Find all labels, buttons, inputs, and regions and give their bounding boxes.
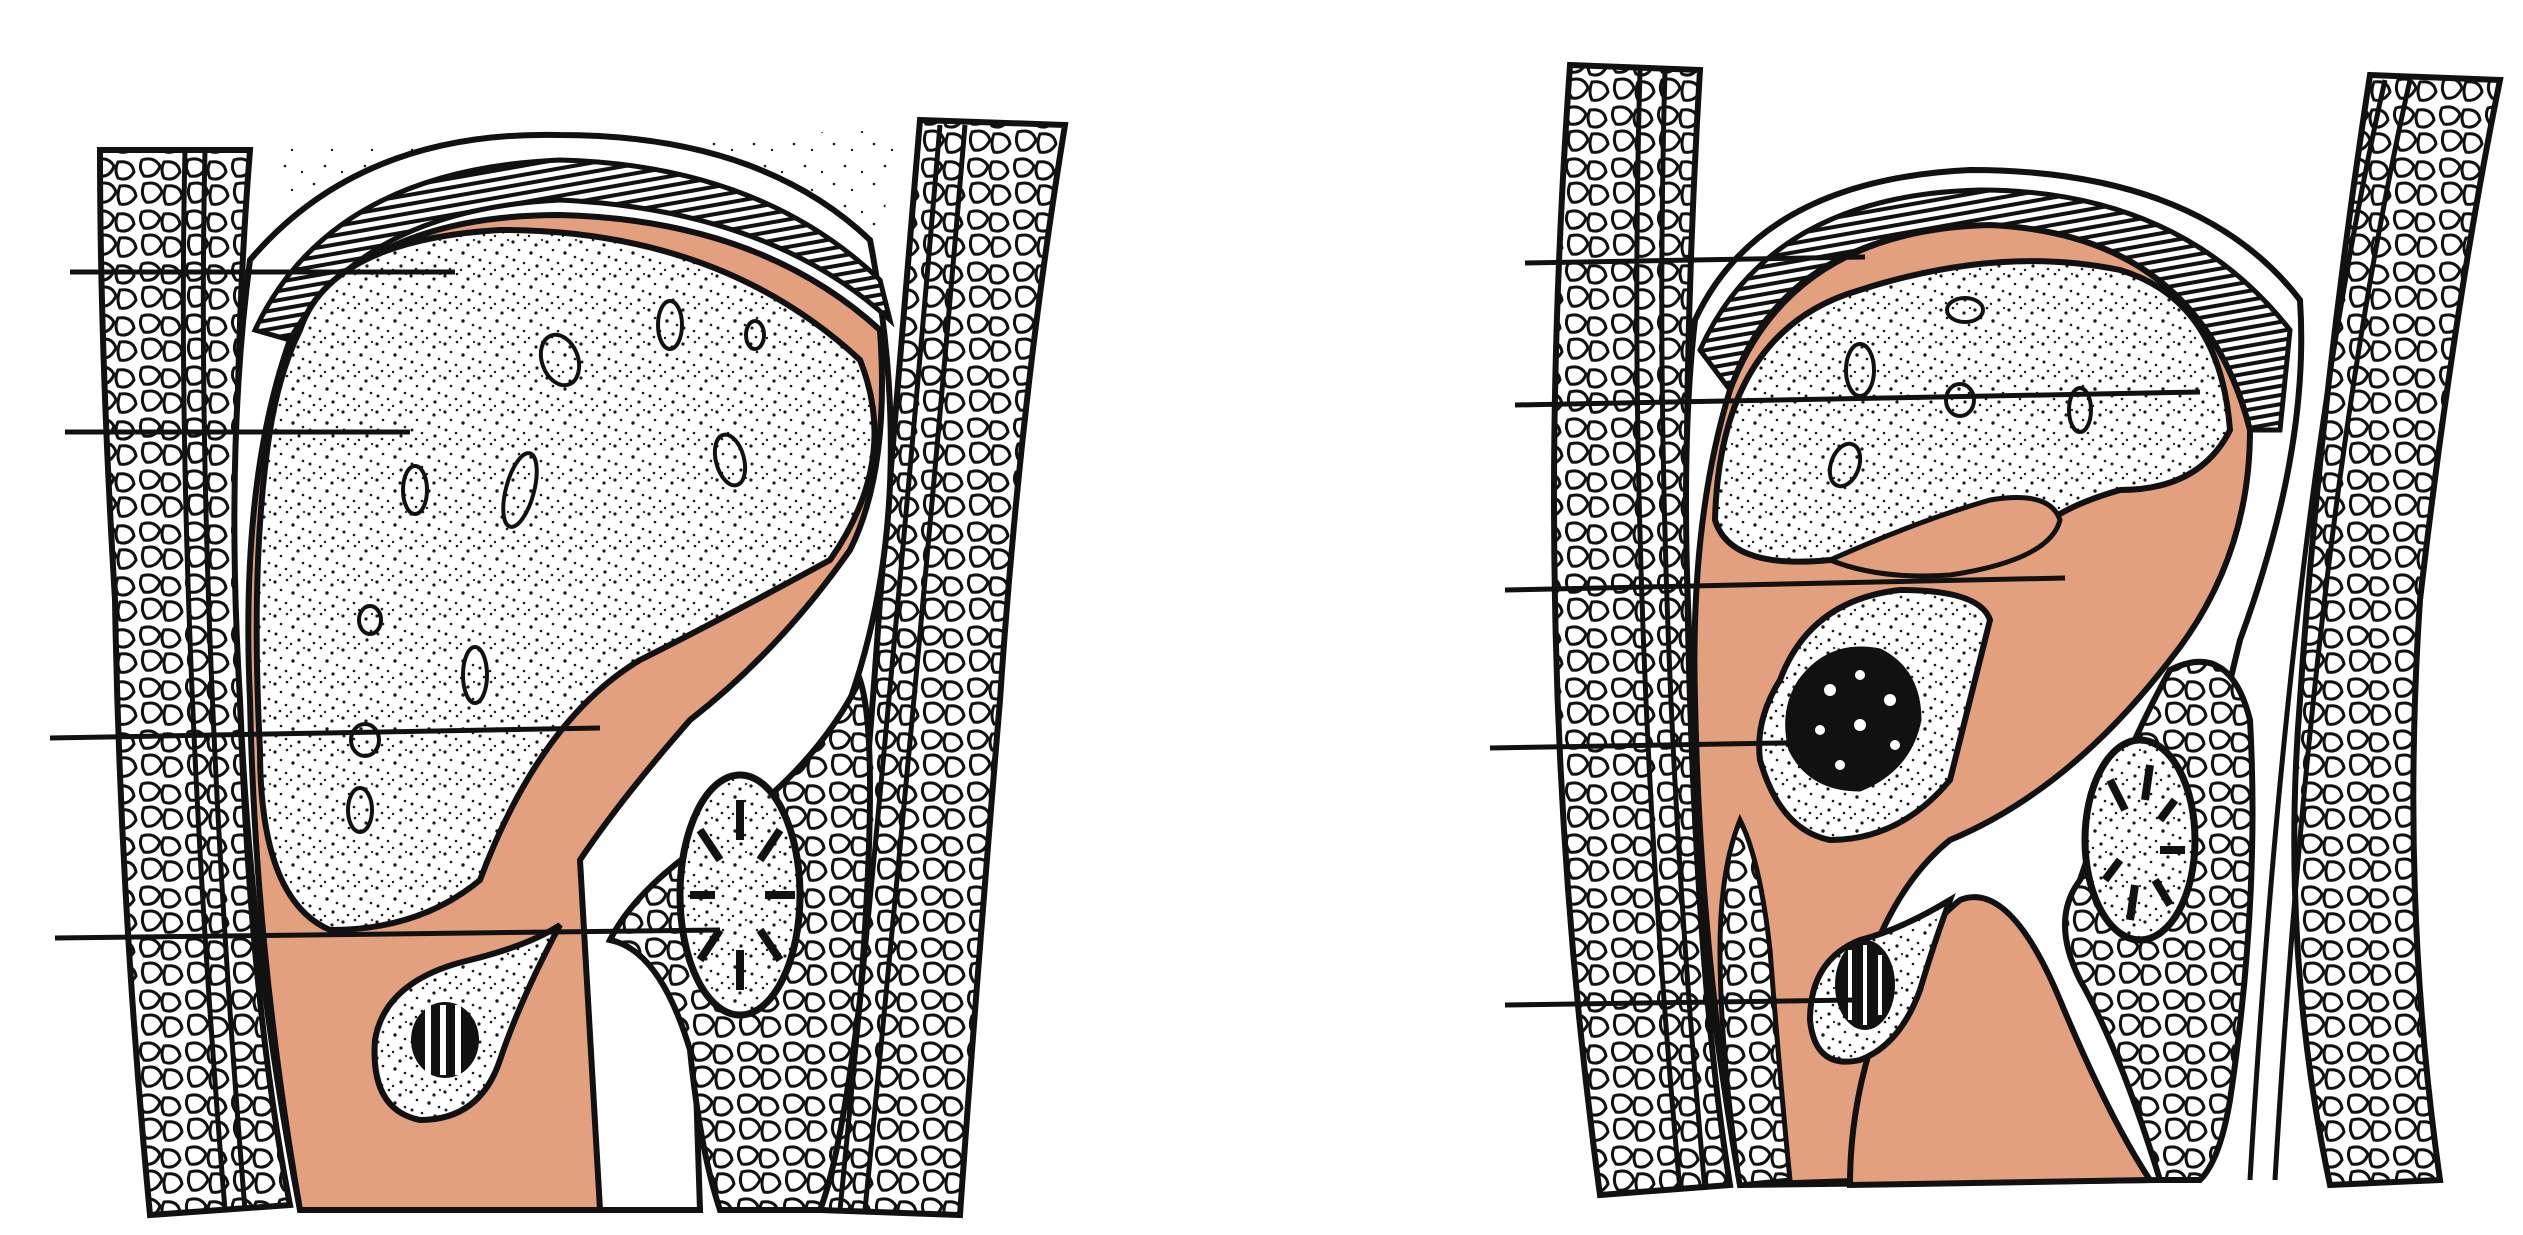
right-mid-nucleus xyxy=(1785,646,1922,792)
right-tongue xyxy=(1823,495,2063,579)
right-leader-1 xyxy=(1524,254,1866,266)
left-section xyxy=(49,116,1069,1219)
left-rosette xyxy=(676,771,804,1019)
right-leader-4 xyxy=(1489,739,1841,751)
right-leader-3 xyxy=(1504,575,2066,593)
right-fig-left-fibers xyxy=(1634,69,1708,1191)
right-rosette xyxy=(2081,736,2199,944)
left-leader-4 xyxy=(54,927,721,941)
left-leader-lines xyxy=(49,269,721,941)
left-droplet-nucleus xyxy=(411,1002,479,1078)
right-fig-right-wall xyxy=(2291,71,2504,1189)
left-wall-fibers xyxy=(180,149,248,1211)
left-leader-3 xyxy=(49,725,601,741)
right-leader-5 xyxy=(1504,997,1856,1008)
right-leader-2 xyxy=(1514,389,2201,408)
right-fig-right-fibers xyxy=(2247,79,2413,1181)
left-stippled-mass xyxy=(253,226,878,934)
left-hatched-membrane xyxy=(251,157,895,343)
right-leader-lines xyxy=(1489,254,2201,1008)
right-section xyxy=(1489,61,2504,1199)
